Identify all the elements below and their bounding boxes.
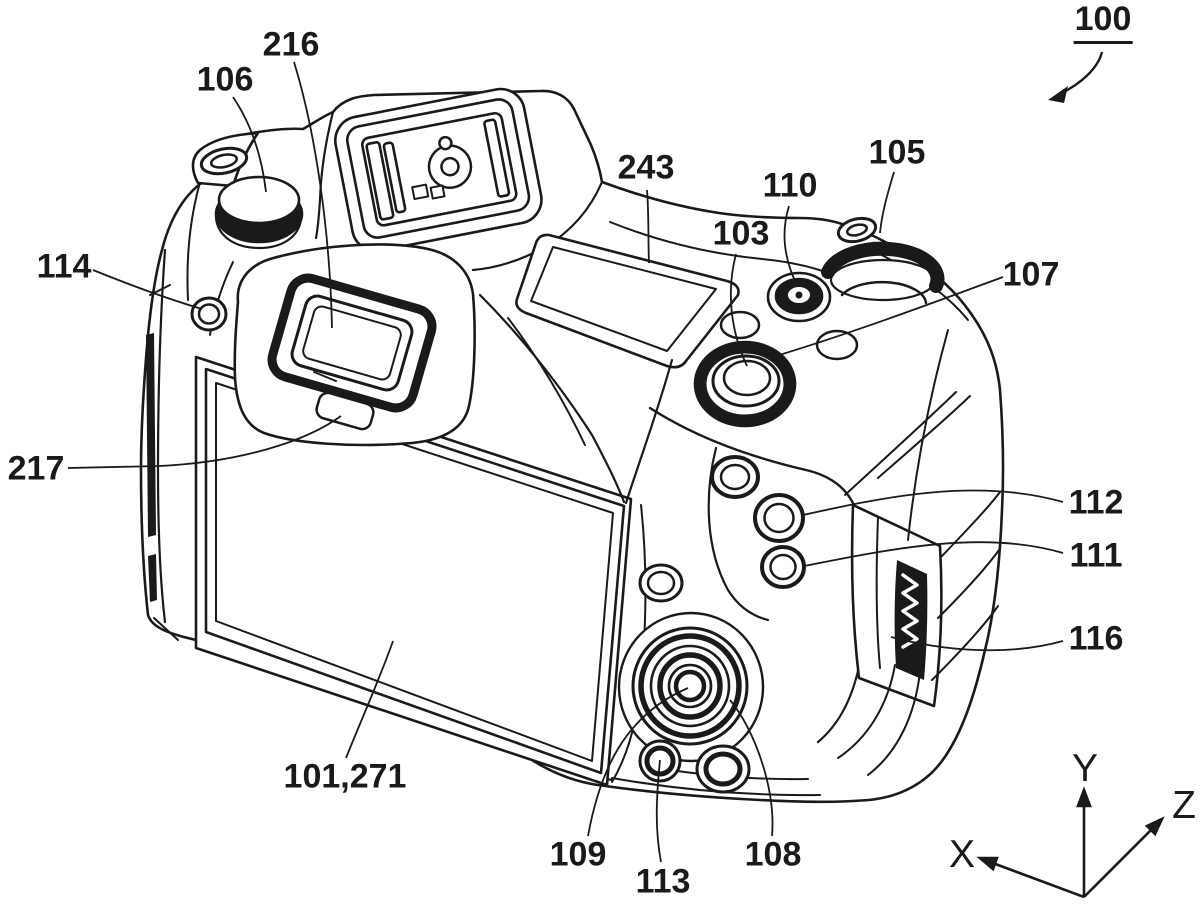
viewfinder-eyecup <box>233 243 476 447</box>
rear-screen <box>194 355 633 787</box>
axis-label-x: X <box>948 833 976 876</box>
ref-label-108: 108 <box>744 835 802 874</box>
figure-ref-label: 100 <box>1073 0 1133 44</box>
ref-label-107: 107 <box>1002 255 1060 294</box>
ref-label-114: 114 <box>36 247 92 286</box>
four-way-controller <box>617 611 765 763</box>
ref-label-216: 216 <box>262 25 320 64</box>
top-dial <box>821 241 945 305</box>
strap-lug-right <box>836 216 878 244</box>
ref-label-112: 112 <box>1068 483 1124 522</box>
coordinate-axes <box>976 786 1165 899</box>
button-left-mid <box>638 563 684 603</box>
ref-label-105: 105 <box>868 133 926 172</box>
button-bottom-right <box>695 744 751 794</box>
button-110 <box>766 271 832 323</box>
ref-label-109: 109 <box>549 835 607 874</box>
ref-label-101-271: 101,271 <box>283 757 407 796</box>
button-af-on <box>710 455 760 499</box>
button-114 <box>190 296 228 332</box>
axis-label-y: Y <box>1071 747 1099 790</box>
eye-sensor <box>315 391 375 431</box>
axis-label-z: Z <box>1172 784 1196 827</box>
ref-label-111: 111 <box>1069 536 1123 575</box>
button-small-right <box>815 329 859 361</box>
button-112 <box>753 493 805 543</box>
hot-shoe <box>334 87 543 253</box>
rear-dial-103 <box>693 340 797 428</box>
button-111 <box>760 545 806 589</box>
ref-label-243: 243 <box>617 148 675 187</box>
top-lcd-panel <box>515 233 740 369</box>
figure-ref-arrow <box>1048 51 1104 103</box>
ref-label-103: 103 <box>712 214 770 253</box>
button-113 <box>638 739 682 783</box>
ref-label-217: 217 <box>7 449 65 488</box>
ref-label-106: 106 <box>196 60 254 99</box>
card-door <box>850 503 943 708</box>
ref-label-110: 110 <box>762 166 818 205</box>
ref-label-116: 116 <box>1068 619 1124 658</box>
strap-eyelet-left <box>191 131 260 188</box>
button-small-top <box>719 310 761 340</box>
mode-dial <box>214 175 304 250</box>
ref-label-113: 113 <box>635 862 691 901</box>
leader-lines <box>67 61 1064 863</box>
